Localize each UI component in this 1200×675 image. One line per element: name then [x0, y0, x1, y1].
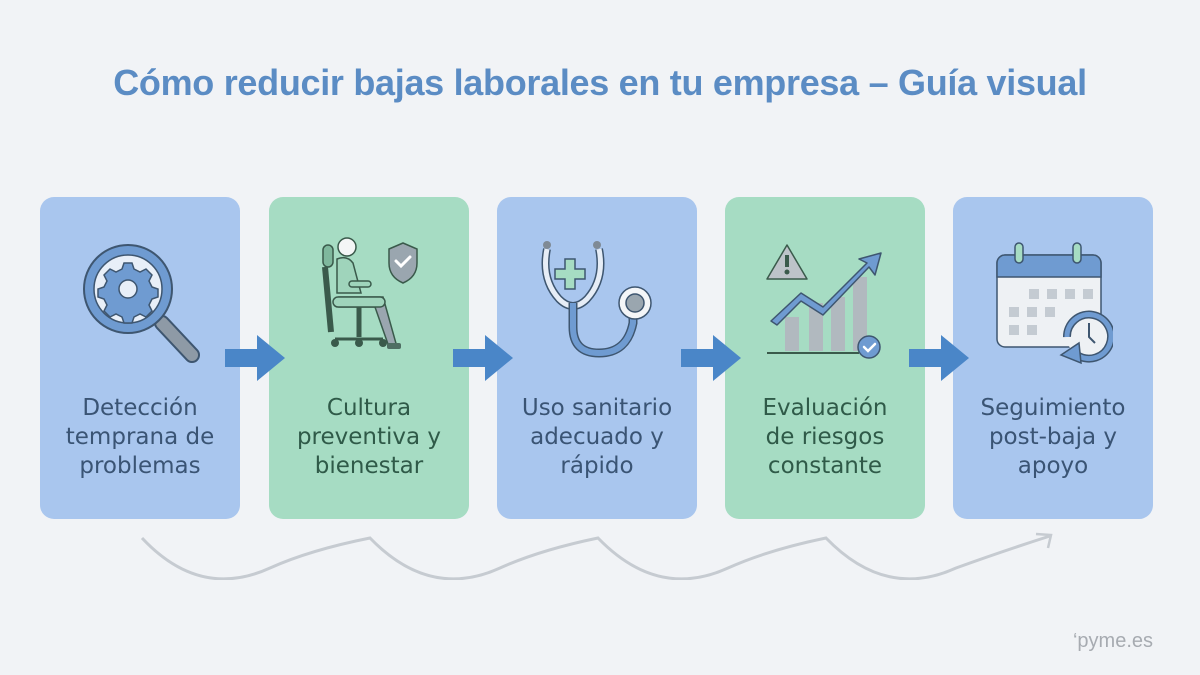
ergonomic-chair-shield-icon [322, 237, 418, 349]
risk-chart-icon [766, 244, 882, 359]
wave-connector-arrow [140, 532, 1053, 580]
arrow-right-icon [225, 335, 285, 381]
arrow-right-icon [681, 335, 741, 381]
page-title: Cómo reducir bajas laborales en tu empre… [113, 62, 1087, 103]
calendar-clock-icon [996, 242, 1113, 365]
brand-watermark: ‘pyme.es [1072, 630, 1153, 652]
magnifier-gear-icon [83, 244, 200, 363]
arrow-right-icon [453, 335, 513, 381]
stethoscope-icon [541, 241, 652, 358]
arrow-right-icon [909, 335, 969, 381]
